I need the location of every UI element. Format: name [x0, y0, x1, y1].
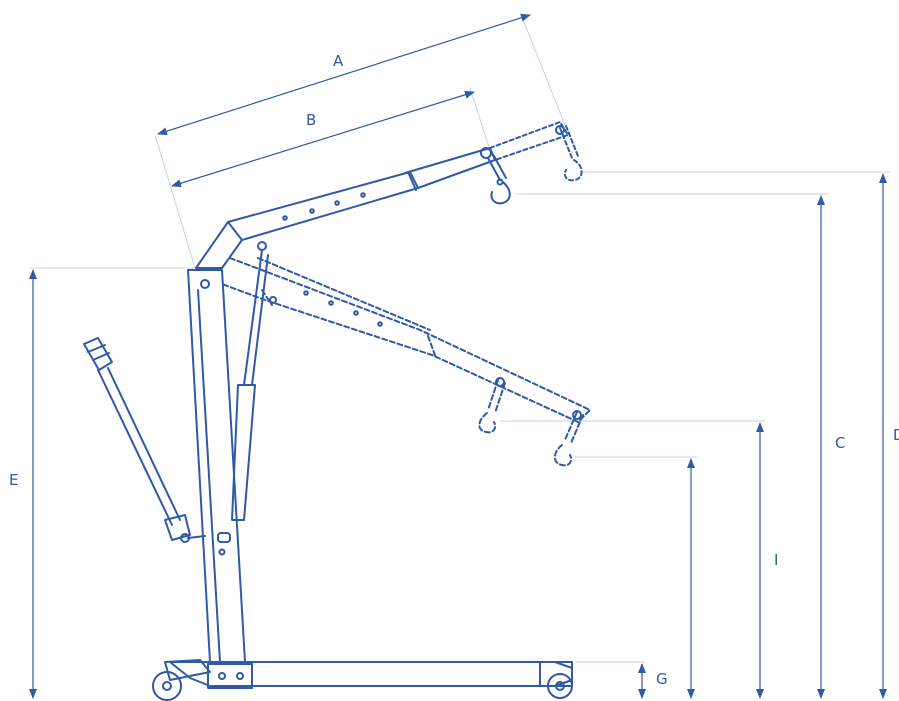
extension-lines: [30, 11, 890, 663]
dim-b-arrow: [171, 90, 475, 188]
base-leg: [169, 661, 573, 687]
label-i: I: [774, 551, 779, 569]
caster-rear: [547, 673, 573, 699]
label-e: E: [9, 471, 19, 489]
dimension-arrows: [29, 13, 887, 699]
pump-handle: [83, 337, 206, 543]
label-b: B: [306, 111, 317, 129]
mast: [187, 269, 246, 663]
base-plate: [207, 663, 253, 689]
boom-lowered-dashed: [221, 257, 591, 467]
boom-extension-dashed: [489, 121, 583, 182]
boom-raised: [195, 147, 511, 269]
label-a: A: [333, 52, 344, 70]
dim-a-arrow: [157, 13, 531, 136]
crane: [83, 121, 591, 701]
hydraulic-ram: [231, 384, 256, 521]
dimension-labels: A B C D E I G: [9, 52, 899, 688]
hook-raised: [490, 181, 511, 205]
label-c: C: [835, 434, 846, 452]
caster-front: [152, 671, 182, 701]
label-d: D: [893, 426, 899, 444]
label-g: G: [656, 670, 669, 688]
